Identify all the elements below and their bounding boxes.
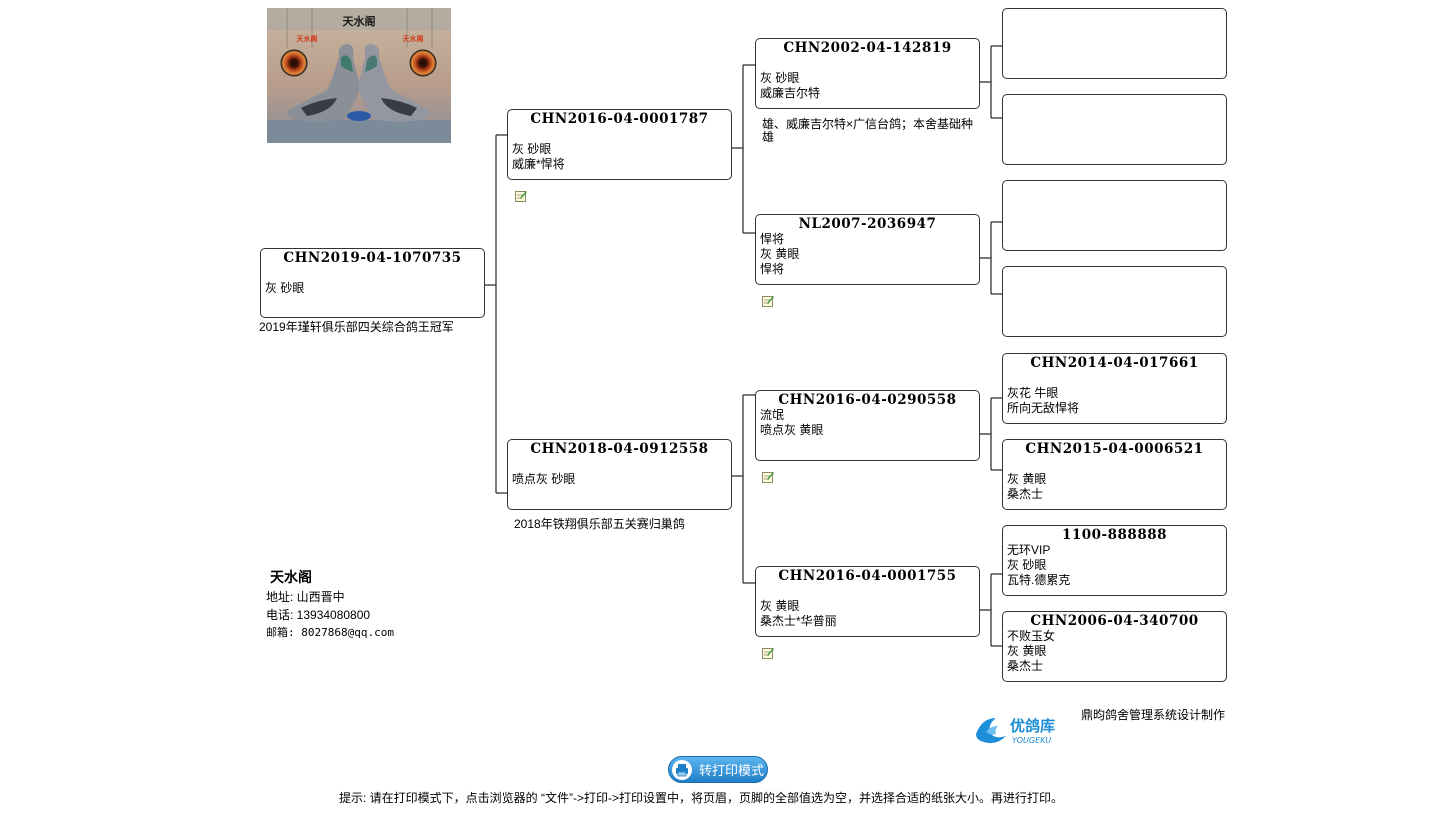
great-grandparent-card[interactable]: CHN2014-04-017661 灰花 牛眼 所向无敌悍将 [1002,353,1227,424]
grandparent-ring-number: CHN2016-04-0290558 [778,392,957,408]
subject-line-1 [261,266,484,281]
sire-line-1 [508,127,731,142]
grandparent-edit-icon[interactable] [762,295,774,307]
grandparent-card[interactable]: CHN2016-04-0001755 灰 黄眼 桑杰士*华普丽 [755,566,980,637]
grandparent-line: 悍将 [760,262,785,276]
yougeku-logo: 优鸽库 YOUGEKU [972,712,1082,746]
grandparent-line: 威廉吉尔特 [760,86,821,100]
logo-text: 优鸽库 [1010,717,1055,735]
great-grandparent-line: 灰 黄眼 [1007,472,1047,486]
grandparent-line: 流氓 [760,408,785,422]
grandparent-ring-number: CHN2016-04-0001755 [778,568,957,584]
subject-card[interactable]: CHN2019-04-1070735 灰 砂眼 [260,248,485,318]
dam-line-2: 喷点灰 砂眼 [512,472,576,486]
subject-ring-number: CHN2019-04-1070735 [283,250,462,266]
great-grandparent-line: 所向无敌悍将 [1007,401,1080,415]
great-grandparent-line: 灰花 牛眼 [1007,386,1059,400]
grandparent-card[interactable]: CHN2002-04-142819 灰 砂眼 威廉吉尔特 [755,38,980,109]
dam-card[interactable]: CHN2018-04-0912558 喷点灰 砂眼 [507,439,732,510]
grandparent-note: 雄、威廉吉尔特×广信台鸽；本舍基础种雄 [762,117,974,144]
great-grandparent-line: 不败玉女 [1007,629,1056,643]
subject-note: 2019年瑾轩俱乐部四关综合鸽王冠军 [259,320,454,334]
grandparent-line: 灰 黄眼 [760,599,800,613]
great-grandparent-card-empty[interactable] [1002,266,1227,337]
print-mode-button-label: 转打印模式 [699,763,765,778]
great-grandparent-ring-number: 1100-888888 [1061,527,1168,543]
grandparent-ring-number: CHN2002-04-142819 [783,40,952,56]
printer-icon [672,760,692,780]
sire-line-2: 灰 砂眼 [512,142,552,156]
great-grandparent-line: 灰 砂眼 [1007,558,1047,572]
grandparent-edit-icon[interactable] [762,647,774,659]
great-grandparent-card-empty[interactable] [1002,94,1227,165]
grandparent-line: 喷点灰 黄眼 [760,423,824,437]
great-grandparent-card-empty[interactable] [1002,180,1227,251]
print-tip: 提示: 请在打印模式下，点击浏览器的 “文件”->打印->打印设置中，将页眉，页… [339,791,1064,805]
great-grandparent-line [1003,371,1226,386]
great-grandparent-line [1003,457,1226,472]
maker-credit: 鼎昀鸽舍管理系统设计制作 [1081,708,1226,722]
dam-line-1 [508,457,731,472]
grandparent-card[interactable]: NL2007-2036947 悍将 灰 黄眼 悍将 [755,214,980,285]
grandparent-card[interactable]: CHN2016-04-0290558 流氓 喷点灰 黄眼 [755,390,980,461]
photo-title: 天水阁 [343,14,376,28]
loft-email: 邮箱: 8027868@qq.com [266,626,394,639]
great-grandparent-card[interactable]: CHN2006-04-340700 不败玉女 灰 黄眼 桑杰士 [1002,611,1227,682]
great-grandparent-ring-number: CHN2014-04-017661 [1030,355,1199,371]
grandparent-line [756,56,979,71]
grandparent-line: 悍将 [760,232,785,246]
great-grandparent-line: 瓦特.德累克 [1007,573,1071,587]
great-grandparent-card[interactable]: CHN2015-04-0006521 灰 黄眼 桑杰士 [1002,439,1227,510]
loft-name: 天水阁 [270,569,312,585]
grandparent-ring-number: NL2007-2036947 [798,216,937,232]
sire-line-3: 威廉*悍将 [512,157,565,171]
great-grandparent-ring-number: CHN2006-04-340700 [1030,613,1199,629]
photo-right-caption: 天水阁 [403,34,424,43]
great-grandparent-line: 桑杰士 [1007,659,1044,673]
loft-address: 地址: 山西晋中 [266,590,345,604]
great-grandparent-line: 桑杰士 [1007,487,1044,501]
loft-phone: 电话: 13934080800 [266,608,371,622]
loft-contact-info: 天水阁 地址: 山西晋中 电话: 13934080800 邮箱: 8027868… [266,568,402,642]
grandparent-line: 灰 黄眼 [760,247,800,261]
pigeon-photo: 天水阁 天水阁 天水阁 [267,8,451,143]
great-grandparent-line: 无环VIP [1007,543,1051,557]
subject-line-2: 灰 砂眼 [265,281,305,295]
logo-subtext: YOUGEKU [1012,736,1051,745]
dam-note: 2018年铁翔俱乐部五关赛归巢鸽 [514,517,685,531]
great-grandparent-ring-number: CHN2015-04-0006521 [1025,441,1204,457]
grandparent-line [756,584,979,599]
great-grandparent-line: 灰 黄眼 [1007,644,1047,658]
sire-card[interactable]: CHN2016-04-0001787 灰 砂眼 威廉*悍将 [507,109,732,180]
sire-edit-icon[interactable] [515,190,527,202]
grandparent-edit-icon[interactable] [762,471,774,483]
dam-ring-number: CHN2018-04-0912558 [530,441,709,457]
grandparent-line: 灰 砂眼 [760,71,800,85]
print-mode-button[interactable]: 转打印模式 [668,756,768,783]
great-grandparent-card[interactable]: 1100-888888 无环VIP 灰 砂眼 瓦特.德累克 [1002,525,1227,596]
great-grandparent-card-empty[interactable] [1002,8,1227,79]
photo-left-caption: 天水阁 [297,34,318,43]
grandparent-line: 桑杰士*华普丽 [760,614,837,628]
sire-ring-number: CHN2016-04-0001787 [530,111,709,127]
